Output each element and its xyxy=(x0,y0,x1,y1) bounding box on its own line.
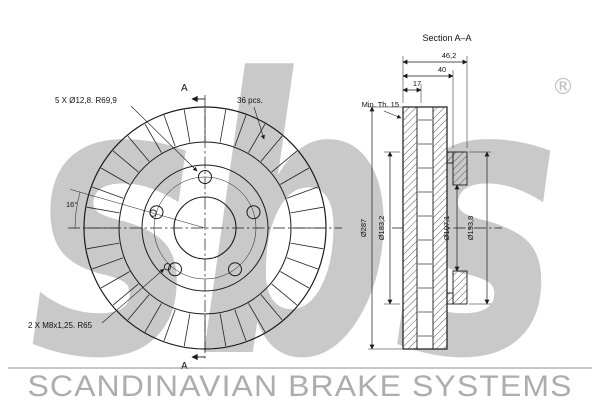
vane-line xyxy=(127,294,150,321)
brand-name: SCANDINAVIAN BRAKE SYSTEMS xyxy=(28,370,573,400)
bolt-hole xyxy=(228,262,242,277)
dim-flange-dia-label: Ø193,8 xyxy=(466,216,475,241)
angle-arc xyxy=(74,192,81,229)
vane-line xyxy=(286,257,318,270)
vane-count-label: 36 pcs. xyxy=(237,96,263,105)
thread-holes-label: 2 X M8x1,25. R65 xyxy=(28,321,93,330)
m8-hole xyxy=(149,209,157,217)
hat-wall-bottom xyxy=(446,292,454,305)
bolt-hole xyxy=(168,262,182,277)
vane-line xyxy=(248,303,266,333)
bolt-holes xyxy=(149,170,261,277)
footer: SCANDINAVIAN BRAKE SYSTEMS xyxy=(8,367,592,400)
vane-line xyxy=(234,309,247,341)
vane-line xyxy=(290,206,324,214)
vane-line xyxy=(271,150,298,173)
vane-line xyxy=(92,186,124,199)
bolt-holes-label: 5 X Ø12,8. R69,9 xyxy=(55,96,117,105)
left-plate-section xyxy=(402,106,418,350)
vane-line xyxy=(234,115,247,147)
vane-line xyxy=(219,313,227,347)
dim-bore-dia-label: Ø107,1 xyxy=(442,216,451,241)
section-title: Section A–A xyxy=(422,33,471,43)
dim-hat-width-label: 40 xyxy=(438,65,446,74)
bolt-holes-leader xyxy=(130,105,198,172)
vane-line xyxy=(260,135,283,162)
vane-inner-edge xyxy=(118,141,292,315)
disc-outer-edge xyxy=(83,106,327,350)
vane-line xyxy=(280,271,310,289)
thread-holes xyxy=(149,209,172,271)
vane-line xyxy=(86,242,120,250)
vane-line xyxy=(112,283,139,306)
section-view: Section A–A 46,2 40 17 Min. Th. 15 xyxy=(359,33,502,350)
vane-line xyxy=(127,135,150,162)
bolt-hole xyxy=(246,205,261,220)
hat-face-top xyxy=(452,151,468,186)
min-thickness-leader xyxy=(383,110,402,119)
section-marker-top: A xyxy=(181,83,188,94)
hat-face-bottom xyxy=(452,270,468,305)
center-bore xyxy=(173,196,237,260)
watermark: sbs ® xyxy=(30,0,574,400)
front-view: 16° A A 5 X Ø12,8. R69,9 36 pcs. 2 X M8x… xyxy=(28,83,342,372)
vane-line xyxy=(100,167,130,185)
hub-edge xyxy=(141,164,269,292)
dim-thickness-label: 17 xyxy=(413,79,421,88)
hat-wall-top xyxy=(446,151,454,164)
vane-line xyxy=(183,109,191,143)
right-plate-section xyxy=(432,106,448,350)
bolt-hole xyxy=(198,170,212,184)
vane-line xyxy=(219,109,227,143)
vane-line xyxy=(144,303,162,333)
vane-line xyxy=(163,309,176,341)
dim-hat-outer-dia-label: Ø183,2 xyxy=(377,216,386,241)
vane-line xyxy=(271,283,298,306)
vane-line xyxy=(112,150,139,173)
vane-line xyxy=(280,167,310,185)
vent-ticks xyxy=(418,119,432,337)
vane-line xyxy=(92,257,124,270)
dim-outer-dia-label: Ø287 xyxy=(359,219,368,237)
section-marker-bottom: A xyxy=(181,361,188,372)
angle-label: 16° xyxy=(66,200,77,209)
registered-trademark-icon: ® xyxy=(552,75,574,100)
vane-lines xyxy=(85,108,325,348)
vane-line xyxy=(163,115,176,147)
bolt-circle xyxy=(153,176,257,280)
vane-line xyxy=(290,242,324,250)
thread-holes-leader xyxy=(101,268,165,324)
watermark-logo: sbs xyxy=(30,0,560,400)
vane-line xyxy=(86,206,120,214)
vane-line xyxy=(100,271,130,289)
vane-line xyxy=(286,186,318,199)
vane-line xyxy=(144,123,162,153)
dim-total-width-label: 46,2 xyxy=(442,51,457,60)
vane-line xyxy=(260,294,283,321)
m8-hole xyxy=(163,263,172,271)
vane-count-leader xyxy=(253,106,265,140)
angle-ray xyxy=(70,189,206,229)
vane-line xyxy=(183,313,191,347)
min-thickness-label: Min. Th. 15 xyxy=(362,100,399,109)
vane-line xyxy=(248,123,266,153)
